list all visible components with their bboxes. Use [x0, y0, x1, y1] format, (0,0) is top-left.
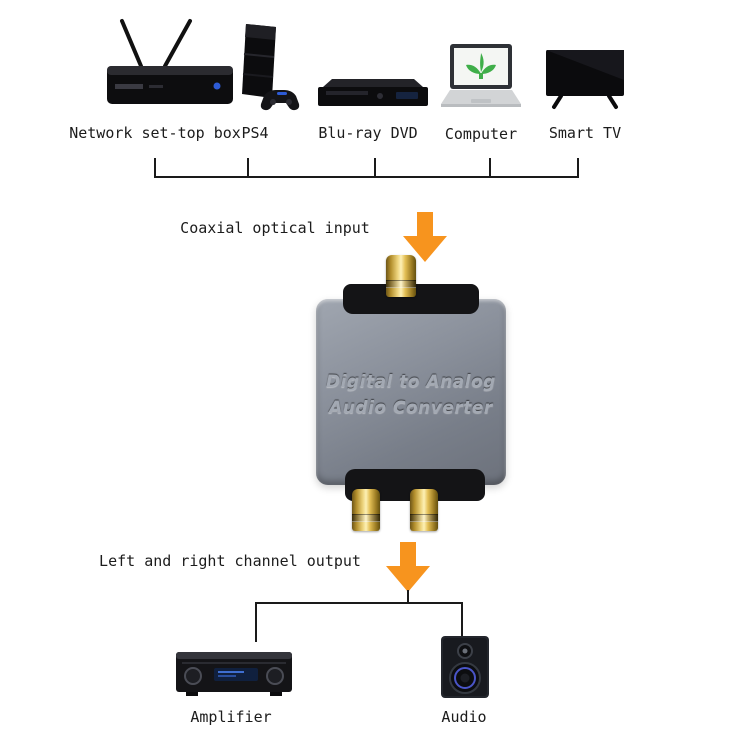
rca-right-output-jack [410, 489, 438, 531]
drop-line-amplifier [255, 602, 257, 642]
connector-tick-computer [489, 158, 491, 178]
label-smart-tv: Smart TV [548, 124, 622, 142]
connector-tick-stb [154, 158, 156, 178]
smart-tv-icon [546, 50, 624, 110]
down-arrow-input [403, 212, 447, 262]
laptop-icon [441, 44, 521, 110]
bottom-bracket-line [256, 602, 463, 604]
audio-converter-device: Digital to Analog Audio Converter [316, 284, 506, 501]
set-top-box-icon [105, 16, 235, 112]
label-audio: Audio [441, 708, 487, 726]
top-bracket-line [154, 176, 579, 178]
connector-tick-ps4 [247, 158, 249, 178]
ps4-icon [230, 22, 306, 116]
label-amplifier: Amplifier [190, 708, 272, 726]
label-bluray: Blu-ray DVD [318, 124, 418, 142]
down-arrow-output [386, 542, 430, 592]
bottom-stem-line [407, 590, 409, 604]
label-set-top-box: Network set-top box [69, 124, 241, 142]
drop-line-speaker [461, 602, 463, 636]
converter-text-line2: Audio Converter [329, 398, 493, 418]
input-caption: Coaxial optical input [180, 219, 370, 237]
coaxial-input-jack [386, 255, 416, 297]
connector-tick-tv [577, 158, 579, 178]
label-ps4: PS4 [241, 124, 269, 142]
connector-tick-bluray [374, 158, 376, 178]
label-computer: Computer [444, 125, 518, 143]
bluray-player-icon [318, 76, 428, 110]
speaker-icon [441, 636, 489, 700]
output-caption: Left and right channel output [99, 552, 361, 570]
rca-left-output-jack [352, 489, 380, 531]
converter-text-line1: Digital to Analog [326, 372, 496, 392]
amplifier-icon [176, 644, 292, 698]
converter-engraving: Digital to Analog Audio Converter [316, 369, 506, 421]
